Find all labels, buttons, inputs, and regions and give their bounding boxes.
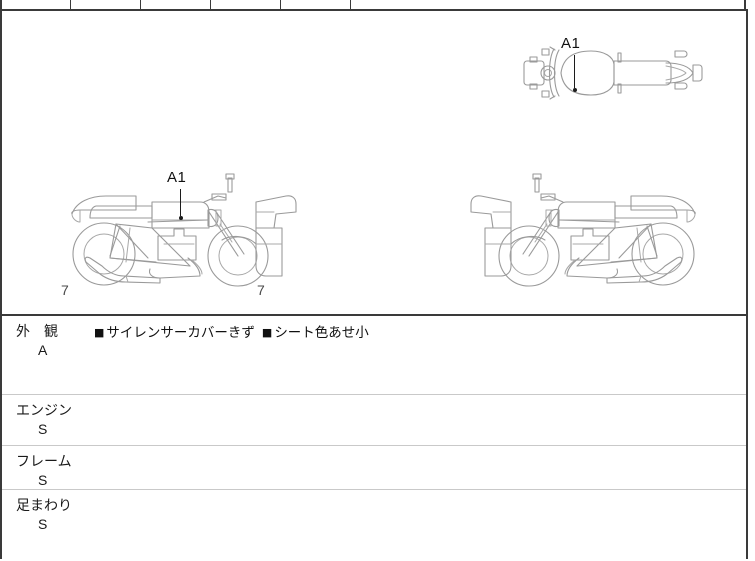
condition-label: 足まわり	[16, 498, 72, 514]
note-bullet-icon: ■	[261, 326, 273, 339]
condition-grade: S	[38, 421, 48, 437]
condition-label: フレーム	[16, 454, 72, 470]
note-bullet-icon: ■	[94, 326, 105, 339]
motorcycle-side-view-right	[470, 173, 696, 287]
note-text: シート色あせ小	[274, 325, 369, 341]
vehicle-diagram-panel: A1	[0, 11, 748, 316]
callout-leader-line	[180, 189, 181, 216]
damage-marker-7-rear: 7	[61, 282, 69, 298]
header-cell	[350, 0, 746, 11]
callout-label: A1	[167, 169, 187, 186]
condition-row-engine: エンジン S	[2, 395, 746, 446]
header-cell	[210, 0, 280, 11]
callout-label: A1	[561, 35, 581, 52]
header-table-strip	[0, 0, 748, 11]
condition-row-suspension: 足まわり S	[2, 490, 746, 559]
header-cell	[70, 0, 140, 11]
header-cell	[140, 0, 210, 11]
condition-grade-block: 外 観 A ■サイレンサーカバーきず■シート色あせ小 エンジン S フレーム S…	[0, 316, 748, 559]
condition-grade: A	[38, 342, 48, 358]
callout-point	[572, 88, 577, 92]
condition-row-frame: フレーム S	[2, 446, 746, 490]
condition-label: エンジン	[16, 403, 72, 419]
condition-notes: ■サイレンサーカバーきず■シート色あせ小	[94, 321, 369, 341]
note-text: サイレンサーカバーきず	[106, 325, 255, 341]
callout-point	[178, 216, 183, 220]
callout-leader-line	[574, 55, 575, 88]
condition-row-exterior: 外 観 A ■サイレンサーカバーきず■シート色あせ小	[2, 316, 746, 395]
condition-grade: S	[38, 516, 48, 532]
motorcycle-top-view	[523, 46, 703, 100]
condition-grade: S	[38, 472, 48, 488]
condition-label: 外 観	[16, 324, 58, 340]
damage-marker-7-front: 7	[257, 282, 265, 298]
header-cell	[280, 0, 350, 11]
motorcycle-side-view-left	[71, 173, 297, 287]
header-cell	[0, 0, 70, 11]
